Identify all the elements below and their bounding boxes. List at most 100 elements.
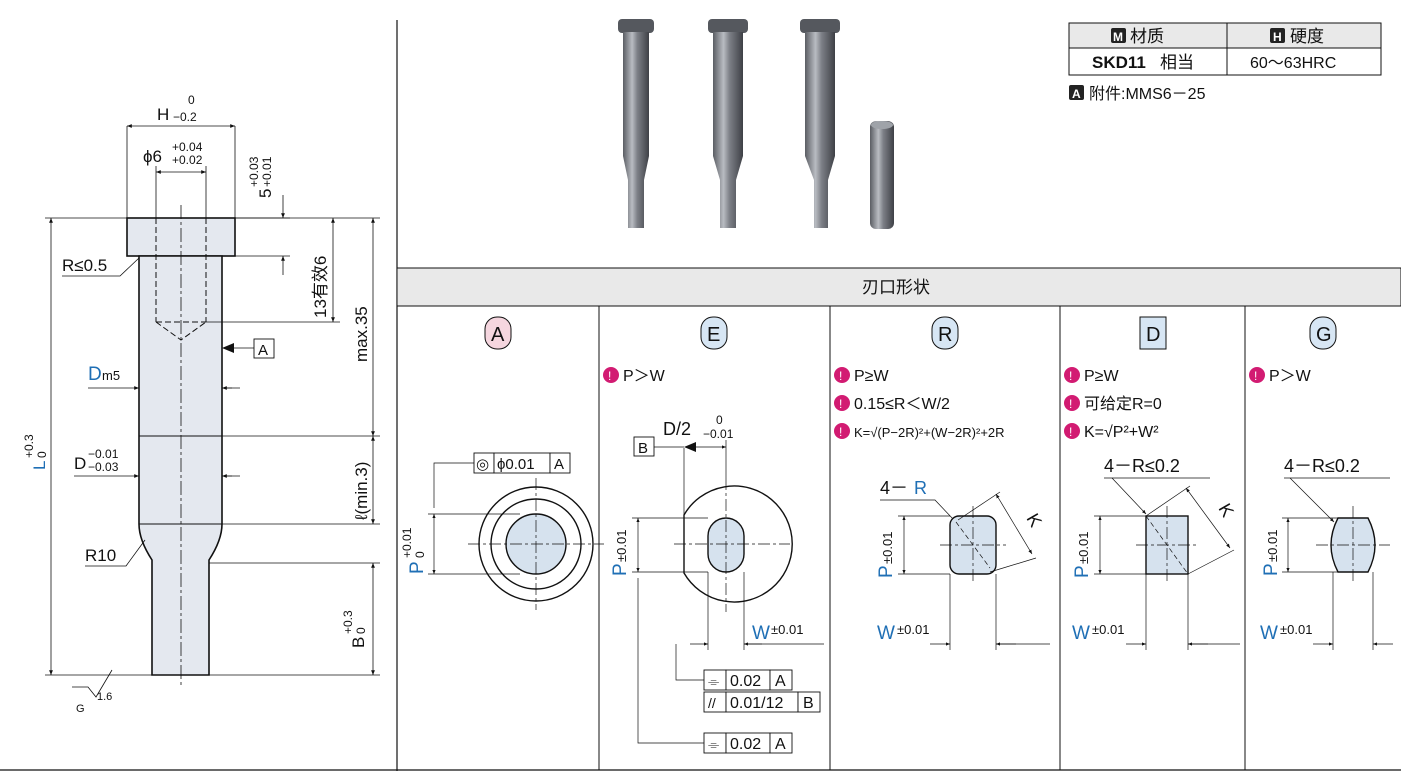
shape-g-p-label: P — [1261, 563, 1282, 576]
shape-g-p-tol: ±0.01 — [1265, 530, 1280, 562]
shape-condition: P≥W — [1084, 368, 1119, 385]
head-dim-label: 5 — [256, 189, 275, 198]
warning-icon — [603, 367, 619, 383]
d-sub: m5 — [102, 368, 120, 383]
warning-icon — [1064, 423, 1080, 439]
gdt-frame-cell — [797, 691, 821, 713]
shape-e-w-tol: ±0.01 — [771, 622, 803, 637]
warning-icon — [1064, 395, 1080, 411]
shape-badge-a — [484, 316, 512, 350]
material-badge: M — [1113, 30, 1123, 44]
main-punch-drawing: H 0 −0.2 ϕ6 +0.04 +0.02 5 +0.03 +0.01 13… — [22, 93, 380, 715]
material-value: SKD11 — [1092, 53, 1146, 72]
hardness-value: 60～63HRC — [1250, 55, 1336, 72]
gdt-symbol: ⌯ — [708, 673, 719, 689]
warning-icon — [834, 423, 850, 439]
warning-icon-mark: ! — [1069, 397, 1072, 411]
shape-e-p-label: P — [610, 563, 631, 576]
shape-r-w-tol: ±0.01 — [897, 622, 929, 637]
head-tol-upper: +0.03 — [247, 156, 261, 187]
shape-e-d2-label: D/2 — [663, 419, 691, 439]
warning-icon — [1249, 367, 1265, 383]
shape-condition: P＞W — [623, 368, 666, 385]
warning-icon-mark: ! — [839, 369, 842, 383]
shape-d-r-note: 4－R≤0.2 — [1104, 456, 1180, 476]
max-length-label: max.35 — [352, 306, 371, 362]
head-radius-label: R≤0.5 — [62, 256, 107, 275]
bore-tol-upper: +0.04 — [172, 140, 203, 154]
gdt-frame-cell — [769, 732, 793, 754]
warning-icon-mark: ! — [1254, 369, 1257, 383]
section-title: 刃口形状 — [862, 278, 930, 297]
pin-photo — [870, 121, 894, 229]
shape-badge-letter-a: A — [491, 324, 505, 346]
punch-photo-3 — [800, 19, 840, 228]
material-suffix: 相当 — [1160, 53, 1194, 72]
shape-d-w-tol: ±0.01 — [1092, 622, 1124, 637]
d2-label: D — [74, 454, 86, 473]
gdt-symbol: // — [708, 695, 716, 711]
gdt-value: 0.02 — [730, 673, 761, 690]
b-tol-upper: +0.3 — [341, 610, 355, 634]
shape-r-k-label: K — [1023, 510, 1046, 530]
shape-r-r-label: R — [914, 478, 927, 498]
shape-badge-letter-e: E — [707, 324, 720, 346]
shape-r-p-label: P — [876, 565, 897, 578]
shape-r-p-tol: ±0.01 — [880, 532, 895, 564]
shape-e-w-label: W — [752, 623, 770, 644]
shape-badge-letter-g: G — [1316, 324, 1332, 346]
shape-condition: P≥W — [854, 368, 889, 385]
shape-badge-letter-d: D — [1146, 324, 1160, 346]
shape-e-datum-b: B — [638, 440, 648, 457]
roughness-value: 1.6 — [97, 691, 112, 703]
shape-e-d2-tol-upper: 0 — [716, 413, 723, 427]
bore-dim-label: ϕ6 — [143, 147, 162, 166]
shape-d-p-tol: ±0.01 — [1076, 532, 1091, 564]
l-tol-upper: +0.3 — [22, 434, 36, 458]
gdt-datum: A — [775, 736, 786, 753]
r10-label: R10 — [85, 546, 116, 565]
d2-tol-lower: −0.03 — [88, 460, 119, 474]
shape-r-w-label: W — [877, 623, 895, 644]
h-dim-label: H — [157, 105, 169, 124]
warning-icon-mark: ! — [839, 397, 842, 411]
shape-d-drawing: 4－R≤0.2 K P ±0.01 W ±0.01 — [1072, 456, 1240, 650]
shape-a-drawing: ◎ ϕ0.01 A P +0.01 0 — [400, 452, 604, 610]
shape-a-p-tol-upper: +0.01 — [400, 527, 414, 558]
l-label: L — [30, 461, 49, 470]
b-tol-lower: 0 — [354, 627, 368, 634]
shape-a-p-tol-lower: 0 — [413, 551, 427, 558]
shape-g-w-label: W — [1260, 623, 1278, 644]
head-tol-lower: +0.01 — [260, 156, 274, 187]
shape-e-p-tol: ±0.01 — [614, 530, 629, 562]
warning-icon — [1064, 367, 1080, 383]
accessory-badge: A — [1072, 87, 1081, 101]
b-label: B — [349, 637, 368, 648]
shapes-section-header: 刃口形状 — [396, 267, 1401, 307]
shape-a-gdt-symbol: ◎ — [476, 456, 489, 473]
shape-d-k-label: K — [1215, 500, 1238, 520]
gdt-frame-cell — [769, 669, 793, 691]
shape-condition: P＞W — [1269, 368, 1312, 385]
punch-shank — [138, 255, 223, 676]
warning-icon — [834, 395, 850, 411]
warning-icon — [834, 367, 850, 383]
shape-badge-r — [931, 316, 959, 350]
shape-badge-g — [1309, 316, 1337, 350]
gdt-symbol: ⌯ — [708, 736, 719, 752]
spec-table: M 材质 H 硬度 SKD11 相当 60～63HRC A 附件:MMS6－25 — [1068, 22, 1382, 103]
gdt-value: 0.02 — [730, 736, 761, 753]
g-mark: G — [76, 703, 85, 715]
shape-a-p-label: P — [407, 561, 428, 574]
warning-icon-mark: ! — [1069, 369, 1072, 383]
shape-badge-d — [1139, 316, 1167, 350]
shape-g-drawing: 4－R≤0.2 P ±0.01 W ±0.01 — [1260, 456, 1393, 650]
warning-icon-mark: ! — [608, 369, 611, 383]
gdt-datum: B — [803, 695, 814, 712]
gdt-datum: A — [775, 673, 786, 690]
material-header: 材质 — [1130, 27, 1164, 46]
h-tol-lower: −0.2 — [173, 110, 197, 124]
